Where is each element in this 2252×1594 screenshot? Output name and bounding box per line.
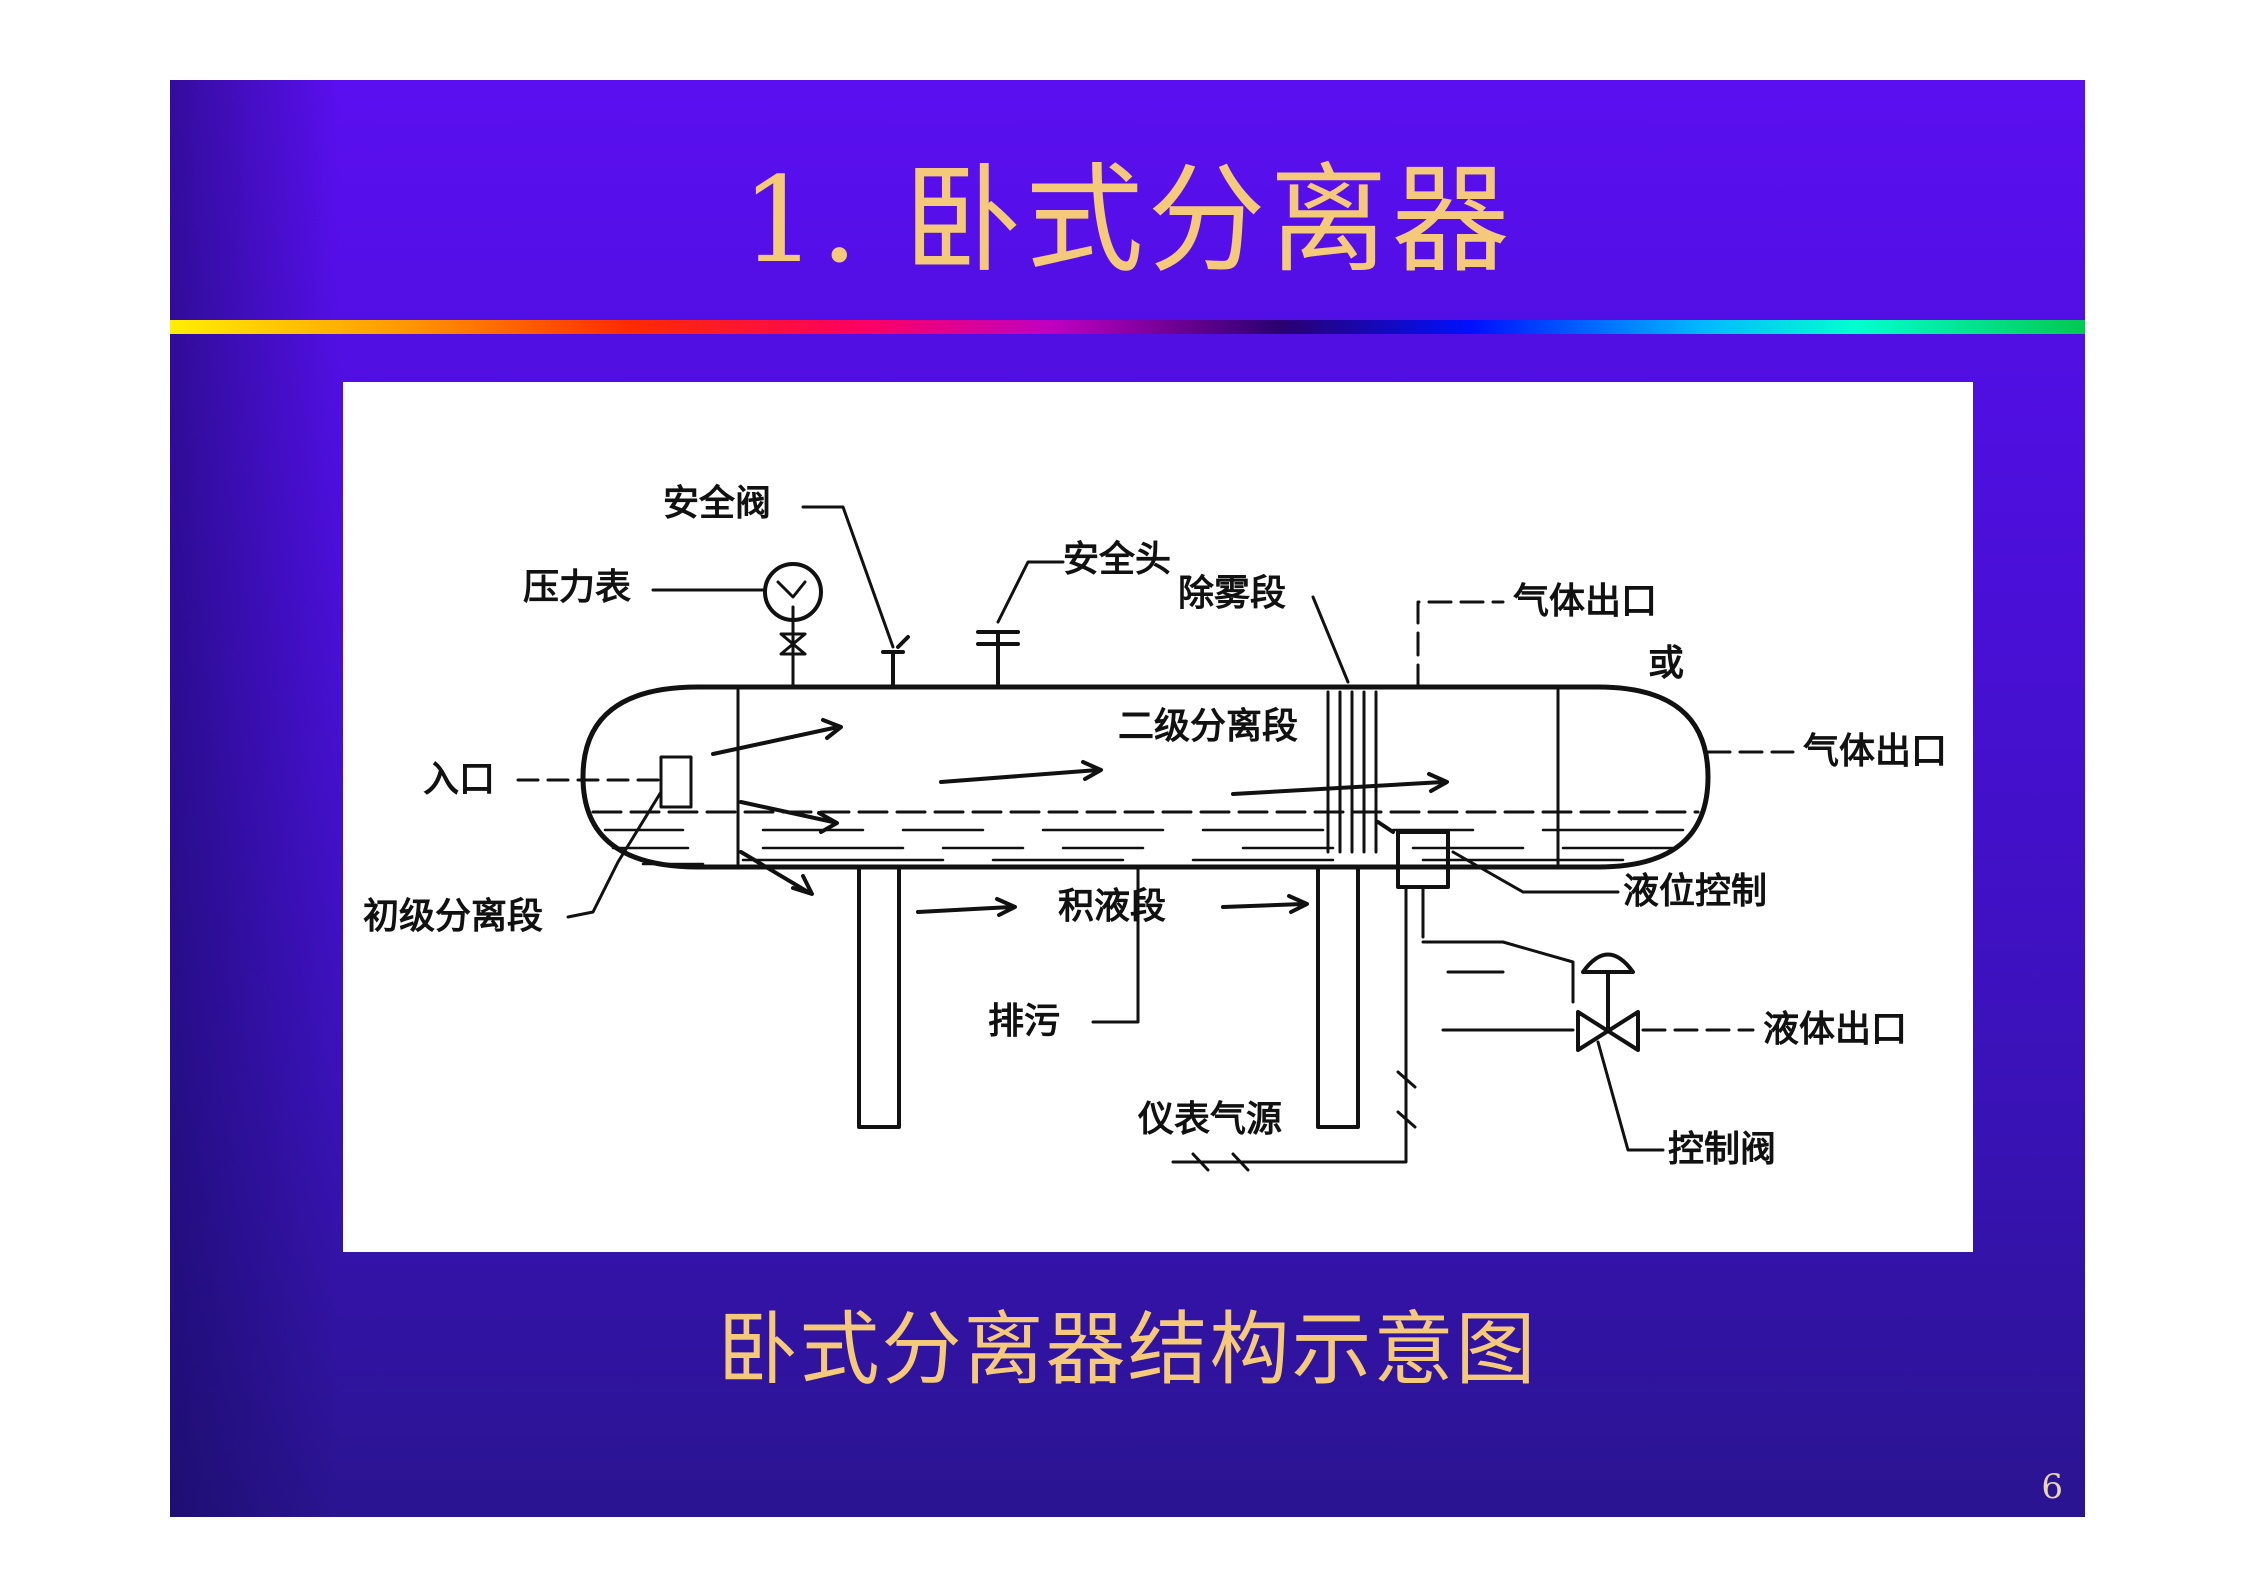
pressure-gauge-dial	[763, 562, 823, 622]
label-control-valve: 控制阀	[1668, 1129, 1777, 1170]
slide: 1. 卧式分离器	[170, 80, 2085, 1517]
label-liquid-section: 积液段	[1058, 886, 1167, 927]
label-or: 或	[1648, 643, 1685, 684]
label-secondary-section: 二级分离段	[1118, 706, 1299, 747]
label-drain: 排污	[988, 1001, 1061, 1042]
page-number: 6	[2041, 1467, 2063, 1507]
rainbow-divider	[170, 320, 2085, 334]
gas-outlet-top	[1416, 600, 1505, 689]
separator-drawing	[516, 505, 1795, 1172]
liquid-outlet-pipe	[1441, 970, 1575, 1032]
left-support-leg	[857, 865, 901, 1129]
label-safety-valve: 安全阀	[663, 483, 772, 524]
right-support-leg	[1316, 865, 1360, 1129]
flow-arrows	[711, 718, 1449, 917]
label-primary-section: 初级分离段	[363, 896, 544, 937]
demister-leader	[1311, 595, 1350, 684]
liquid-hatching	[603, 828, 1685, 866]
vessel-shell	[580, 684, 1711, 870]
label-safety-head: 安全头	[1063, 539, 1172, 580]
control-valve-actuator	[1581, 952, 1635, 1033]
safety-valve-nozzle	[881, 635, 910, 689]
gauge-valve	[779, 632, 807, 656]
label-instrument-air: 仪表气源	[1138, 1099, 1283, 1140]
label-gas-outlet-top: 气体出口	[1513, 581, 1658, 622]
safety-head-nozzle	[976, 630, 1020, 689]
control-valve-leader	[1596, 1040, 1665, 1152]
slide-title: 1. 卧式分离器	[741, 151, 1514, 289]
safety-head-leader	[996, 560, 1065, 624]
label-pressure-gauge: 压力表	[523, 567, 632, 608]
label-demister-section: 除雾段	[1178, 573, 1287, 614]
label-inlet: 入口	[423, 759, 496, 800]
drain-line	[1091, 865, 1140, 1024]
instrument-air-line	[1171, 885, 1408, 1164]
control-valve-body	[1576, 1010, 1640, 1052]
inlet-box	[659, 755, 693, 809]
primary-section-leader	[566, 790, 663, 919]
separator-diagram: 安全阀 压力表 安全头 除雾段 气体出口 或 气体出口 入口 二级分离段 初级分…	[343, 382, 1973, 1252]
label-liquid-outlet: 液体出口	[1763, 1009, 1908, 1050]
demister-pack	[1326, 690, 1378, 854]
safety-valve-leader	[801, 505, 895, 649]
level-control-leader	[1451, 850, 1620, 894]
diagram-caption: 卧式分离器结构示意图	[717, 1303, 1538, 1396]
label-level-control: 液位控制	[1623, 871, 1768, 912]
label-gas-outlet-side: 气体出口	[1803, 731, 1948, 772]
